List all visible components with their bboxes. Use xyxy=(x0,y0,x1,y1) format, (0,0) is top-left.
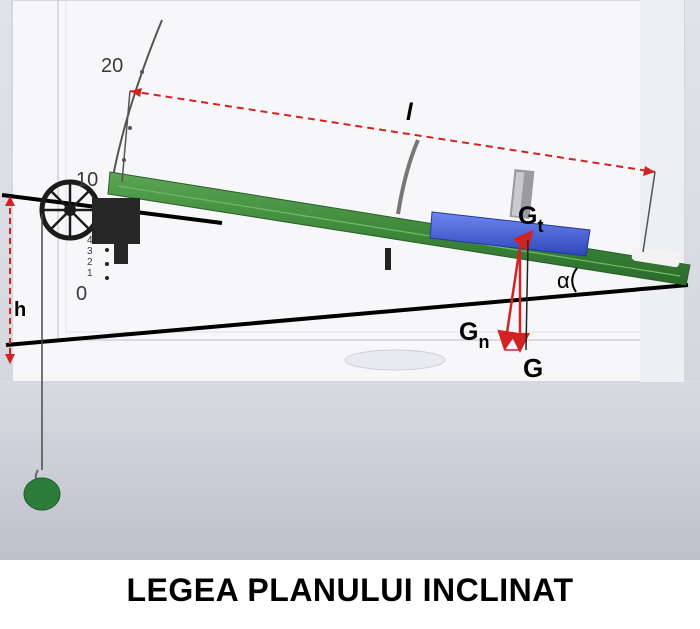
gn-main: G xyxy=(459,318,479,346)
gt-sub: t xyxy=(537,216,544,236)
base-line xyxy=(5,283,689,347)
g-label: G xyxy=(523,353,544,383)
force-vectors xyxy=(497,230,534,353)
whiteboard xyxy=(11,0,685,383)
angle-arc xyxy=(571,267,578,293)
length-label: l xyxy=(406,99,413,126)
gt-main: G xyxy=(518,202,538,230)
vector-gn xyxy=(497,245,522,351)
length-dimension xyxy=(129,90,656,173)
caption-title: LEGEA PLANULUI INCLINAT xyxy=(126,572,574,608)
scale-mark-3: 3 xyxy=(87,246,93,257)
cart xyxy=(429,169,591,257)
gt-label: Gt xyxy=(518,202,543,236)
pointer-tip xyxy=(385,248,391,270)
vector-gt xyxy=(512,230,534,252)
stand-foot xyxy=(344,349,446,371)
gn-sub: n xyxy=(478,332,490,352)
alpha-label: α xyxy=(557,268,570,293)
clamp xyxy=(92,198,140,264)
caption-band xyxy=(0,560,700,629)
table-surface xyxy=(0,380,700,560)
inclined-plane-photo xyxy=(0,0,700,560)
scale-label-10: 10 xyxy=(76,169,99,191)
scale-mark-4: 4 xyxy=(87,235,93,246)
gn-label: Gn xyxy=(459,318,489,352)
scale-arc xyxy=(111,19,163,183)
height-label: h xyxy=(14,299,27,321)
scale-label-0: 0 xyxy=(76,283,88,305)
scale-mark-1: 1 xyxy=(87,268,93,279)
scale-mark-2: 2 xyxy=(87,257,93,268)
pointer-needle xyxy=(396,139,420,215)
scale-label-20: 20 xyxy=(101,55,124,77)
hanging-weight xyxy=(23,477,61,511)
pulley xyxy=(39,179,101,241)
